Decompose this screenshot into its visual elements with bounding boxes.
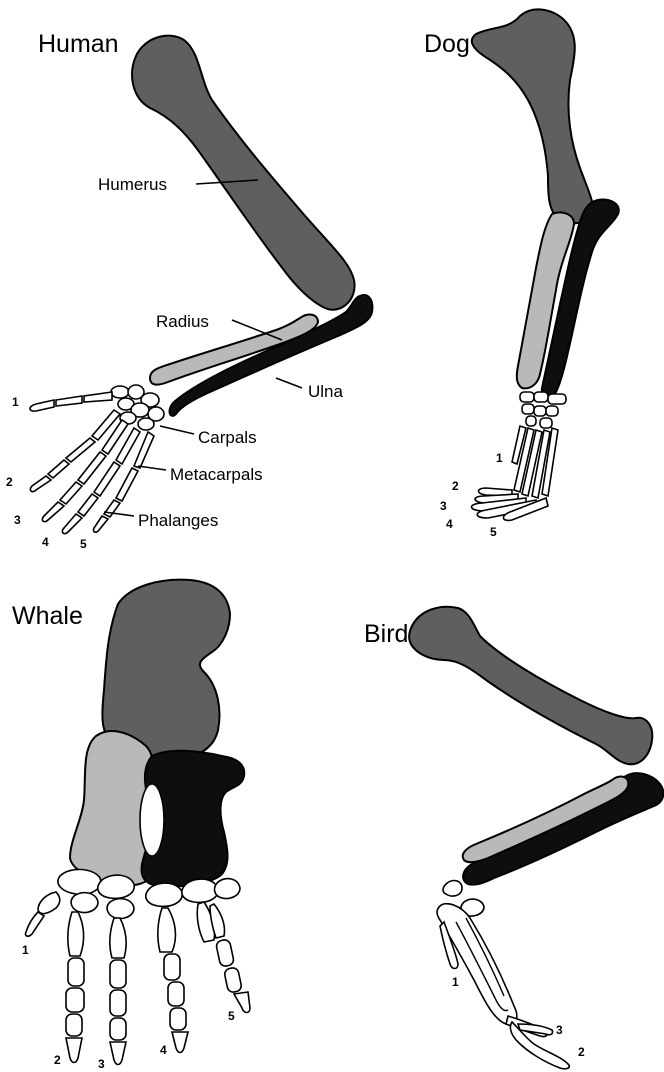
label-phalanges: Phalanges [138, 511, 218, 530]
whale-digit-label-5: 5 [228, 1009, 235, 1023]
human-digit-label-5: 5 [80, 537, 87, 551]
bird-title: Bird [364, 620, 408, 648]
human-humerus [132, 36, 354, 310]
human-digit-label-4: 4 [42, 535, 49, 549]
label-ulna: Ulna [308, 382, 344, 401]
whale-digit-5 [197, 902, 250, 1013]
whale-digit-label-4: 4 [160, 1043, 167, 1057]
bird-ulna [463, 773, 663, 885]
human-panel: Human [6, 30, 372, 551]
bird-humerus [409, 607, 652, 764]
whale-title: Whale [12, 602, 83, 630]
dog-panel: Dog [424, 9, 619, 539]
leader-ulna [276, 378, 302, 388]
dog-digit-label-3: 3 [440, 499, 447, 513]
label-radius: Radius [156, 312, 209, 331]
whale-digit-3 [110, 918, 126, 1065]
bird-panel: Bird 1 2 3 [364, 607, 663, 1069]
whale-digit-1 [25, 892, 59, 936]
dog-title: Dog [424, 30, 470, 58]
whale-interosseous-gap [140, 784, 164, 856]
dog-digit-label-2: 2 [452, 479, 459, 493]
label-carpals: Carpals [198, 428, 257, 447]
human-digit-label-1: 1 [12, 395, 19, 409]
bird-digit-label-2: 2 [578, 1045, 585, 1059]
human-digit-label-3: 3 [14, 513, 21, 527]
label-metacarpals: Metacarpals [170, 465, 263, 484]
bird-digit-label-3: 3 [556, 1023, 563, 1037]
human-digit-1 [30, 392, 112, 411]
dog-digit-label-1: 1 [496, 451, 503, 465]
whale-digit-label-3: 3 [98, 1057, 105, 1071]
whale-digit-label-1: 1 [22, 943, 29, 957]
leader-carpals [160, 426, 194, 434]
leader-metacarpals [138, 466, 166, 470]
whale-digit-4 [158, 908, 188, 1053]
dog-digit-label-4: 4 [446, 517, 453, 531]
bird-digit-label-1: 1 [452, 975, 459, 989]
human-digit-label-2: 2 [6, 475, 13, 489]
dog-digit-label-5: 5 [490, 525, 497, 539]
whale-digit-label-2: 2 [54, 1053, 61, 1067]
dog-metacarpals [512, 426, 558, 498]
dog-carpals [520, 392, 566, 428]
dog-humerus [472, 9, 593, 223]
whale-panel: Whale [12, 580, 250, 1071]
human-title: Human [38, 30, 119, 58]
label-humerus: Humerus [98, 175, 167, 194]
whale-digit-2 [66, 912, 84, 1063]
